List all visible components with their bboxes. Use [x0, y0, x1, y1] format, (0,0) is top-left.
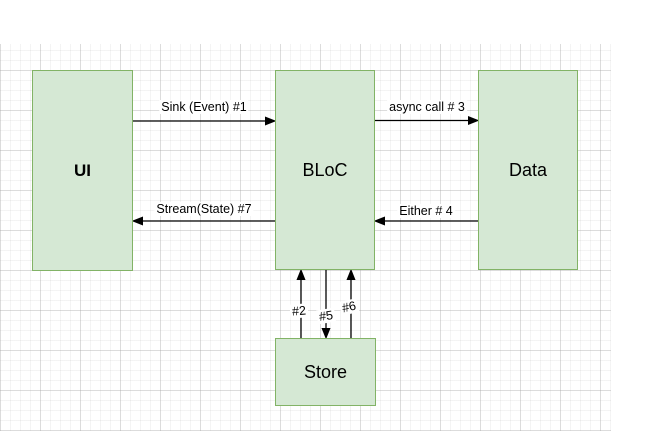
edge-sink-event-arrow[interactable] — [133, 116, 277, 126]
node-data-label: Data — [508, 160, 548, 180]
node-ui-label: UI — [74, 161, 91, 180]
edge-stream-state-arrow[interactable] — [131, 216, 275, 226]
node-bloc-label: BLoC — [302, 160, 348, 180]
node-store-label: Store — [303, 362, 348, 382]
edge-label-either[interactable]: Either # 4 — [397, 204, 455, 218]
node-store[interactable]: Store — [275, 338, 376, 406]
edge-either-arrow[interactable] — [373, 216, 478, 226]
node-bloc[interactable]: BLoC — [275, 70, 375, 270]
edge-async-call-arrow[interactable] — [375, 115, 480, 126]
edge-label-6[interactable]: #6 — [338, 298, 360, 316]
edge-label-stream-state[interactable]: Stream(State) #7 — [154, 202, 254, 216]
edge-label-sink-event[interactable]: Sink (Event) #1 — [159, 100, 249, 114]
edge-label-async-call[interactable]: async call # 3 — [387, 100, 467, 114]
edge-label-5[interactable]: #5 — [316, 307, 336, 325]
edge-5-arrow[interactable] — [321, 270, 331, 340]
node-data[interactable]: Data — [478, 70, 578, 270]
edge-label-2[interactable]: #2 — [289, 303, 309, 319]
node-ui[interactable]: UI — [32, 70, 133, 271]
diagram-canvas[interactable]: UI BLoC Data Store Sink (Event) #1 async… — [0, 44, 611, 431]
